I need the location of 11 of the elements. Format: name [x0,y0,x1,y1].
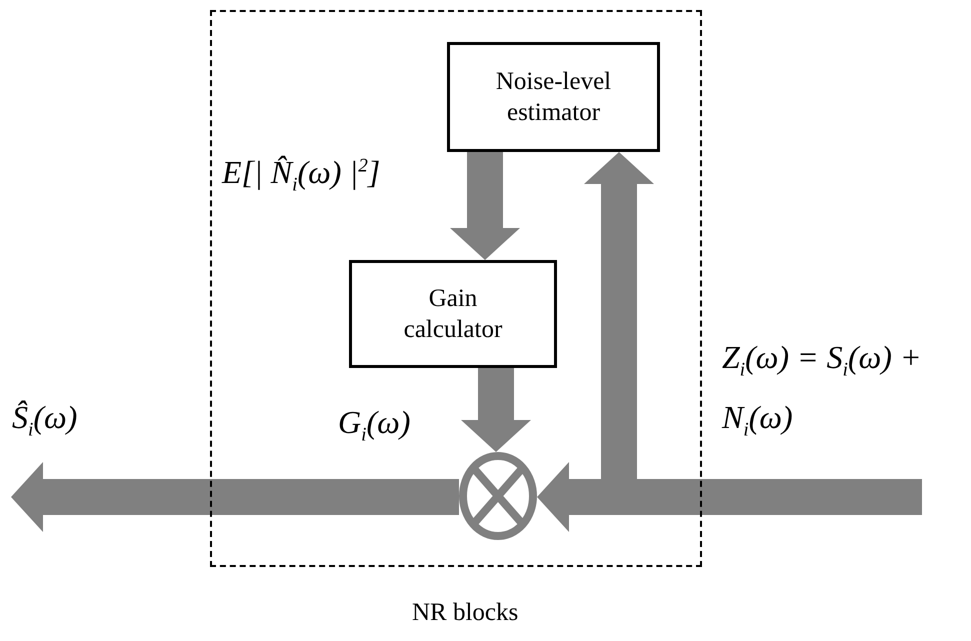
process-box: Noise-level estimator [447,42,660,152]
block-arrow [11,462,459,532]
multiplier-circle [459,452,537,540]
group-label: NR blocks [412,599,518,627]
block-arrow [461,368,531,452]
process-box: Gain calculator [349,260,557,368]
block-arrow [450,152,520,260]
edge-label: Ŝ$_{i}$(ω) [12,398,78,442]
edge-label: G$_{i}$(ω) [338,403,412,448]
edge-label: Z$_{i}$(ω) = S$_{i}$(ω) + N$_{i}$(ω) [722,338,922,442]
edge-label: E[| N̂$_{i}$(ω) |$^{2}$] [222,153,382,198]
